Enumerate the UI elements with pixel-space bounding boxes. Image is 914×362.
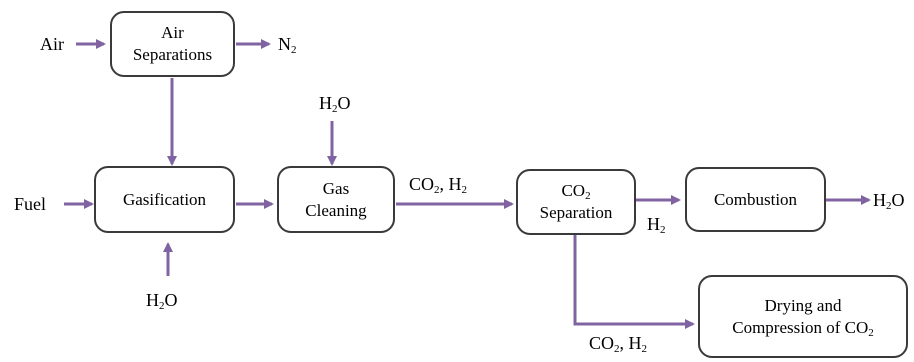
h2o-gas-cleaning-label: H2O [319,93,351,115]
co2-h2-stream-label: CO2, H2 [409,174,468,196]
drying-line2: Compression of CO2 [732,317,874,339]
drying-line1: Drying and [764,295,842,315]
gas-cleaning-line1: Gas [322,178,350,198]
gasification-box: Gasification [94,166,235,233]
co2-h2-bottom-label: CO2, H2 [589,333,648,355]
air-separations-line1: Air [161,23,184,42]
gas-cleaning-box: Gas Cleaning [277,166,395,233]
air-separations-line2: Separations [132,45,213,64]
gasification-label: Gasification [122,189,207,209]
n2-output-label: N2 [278,34,297,56]
co2-separation-line1: CO2 [561,181,591,202]
combustion-box: Combustion [685,167,826,232]
combustion-label: Combustion [713,189,798,209]
drying-compression-box: Drying and Compression of CO2 [698,275,908,358]
arrow-co2-separation-to-drying [573,235,695,329]
fuel-input-label: Fuel [14,194,47,214]
co2-separation-box: CO2 Separation [516,169,636,235]
h2o-gasification-label: H2O [146,290,178,312]
h2-stream-label: H2 [647,214,666,236]
gas-cleaning-line2: Cleaning [305,200,367,220]
air-separations-box: Air Separations [110,11,235,77]
h2o-output-label: H2O [873,190,905,212]
co2-separation-line2: Separation [539,203,613,222]
air-input-label: Air [40,34,64,54]
